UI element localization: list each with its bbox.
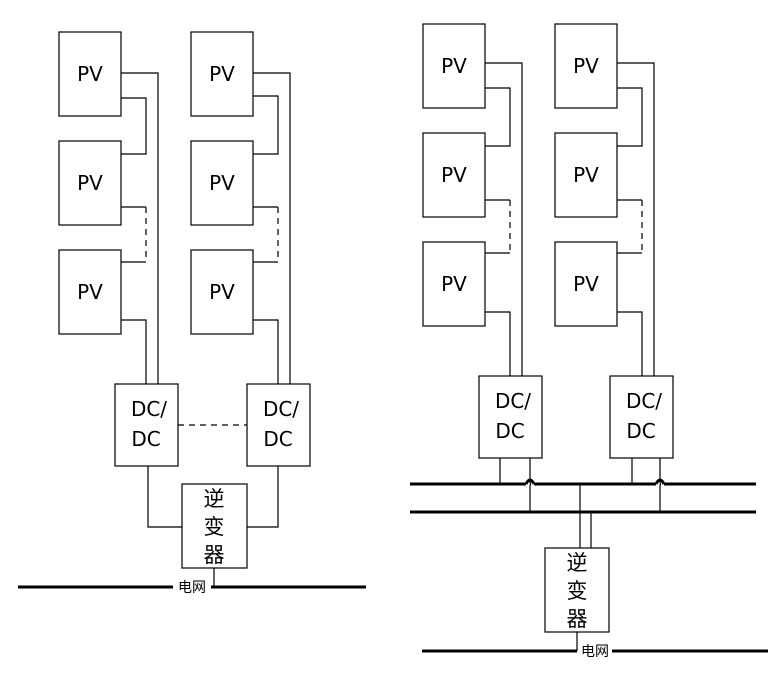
- pv-panel: [190, 249, 254, 335]
- pv-label: PV: [573, 54, 599, 78]
- pv-label: PV: [573, 163, 599, 187]
- dc-dc-converter: [609, 375, 674, 459]
- converter-bus-connections: [499, 458, 662, 512]
- pv-label: PV: [77, 62, 103, 86]
- dc-dc-converter: [478, 375, 543, 459]
- converter-label: DC/: [495, 389, 531, 413]
- pv-panel: [422, 132, 486, 218]
- converter-label: DC/: [131, 397, 167, 421]
- inverter: [181, 483, 248, 569]
- pv-label: PV: [441, 272, 467, 296]
- converter-label: DC/: [626, 389, 662, 413]
- right-diagram: PV PV PV PV PV PV DC/ DC DC/ DC: [410, 23, 768, 660]
- pv-panel: [190, 140, 254, 226]
- inverter-label: 逆: [204, 487, 225, 511]
- converter-label: DC: [495, 419, 524, 443]
- right-string-1-wiring: [485, 62, 523, 376]
- pv-label: PV: [77, 171, 103, 195]
- grid-label: 电网: [581, 644, 609, 660]
- pv-label: PV: [573, 272, 599, 296]
- left-string-1-wiring: [121, 72, 159, 384]
- dc-bus-top: [654, 478, 666, 485]
- pv-label: PV: [441, 163, 467, 187]
- dc-dc-converter: [114, 383, 179, 467]
- pv-panel: [554, 132, 618, 218]
- inverter-label: 器: [204, 543, 225, 567]
- pv-label: PV: [77, 280, 103, 304]
- left-diagram: PV PV PV PV PV PV DC/ DC DC/ DC 逆 变 器 电网: [18, 31, 366, 596]
- pv-panel: [58, 249, 122, 335]
- pv-label: PV: [209, 62, 235, 86]
- pv-panel: [58, 31, 122, 117]
- inverter-label: 变: [204, 515, 225, 539]
- pv-panel: [554, 241, 618, 327]
- dc-bus-top: [524, 478, 536, 485]
- pv-panel: [58, 140, 122, 226]
- pv-label: PV: [441, 54, 467, 78]
- pv-panel: [554, 23, 618, 109]
- inverter-label: 逆: [567, 551, 588, 575]
- grid-label: 电网: [178, 580, 206, 596]
- inverter-label: 变: [567, 579, 588, 603]
- pv-panel: [190, 31, 254, 117]
- pv-label: PV: [209, 171, 235, 195]
- converter-label: DC: [626, 419, 655, 443]
- converter-to-inverter-wire: [247, 466, 279, 528]
- pv-panel: [422, 23, 486, 109]
- left-string-2-wiring: [253, 72, 291, 384]
- converter-to-inverter-wire: [147, 466, 182, 528]
- right-string-2-wiring: [617, 62, 655, 376]
- converter-label: DC: [131, 427, 160, 451]
- pv-label: PV: [209, 280, 235, 304]
- inverter-label: 器: [567, 607, 588, 631]
- inverter: [544, 547, 610, 633]
- converter-label: DC: [263, 427, 292, 451]
- pv-panel: [422, 241, 486, 327]
- converter-label: DC/: [263, 397, 299, 421]
